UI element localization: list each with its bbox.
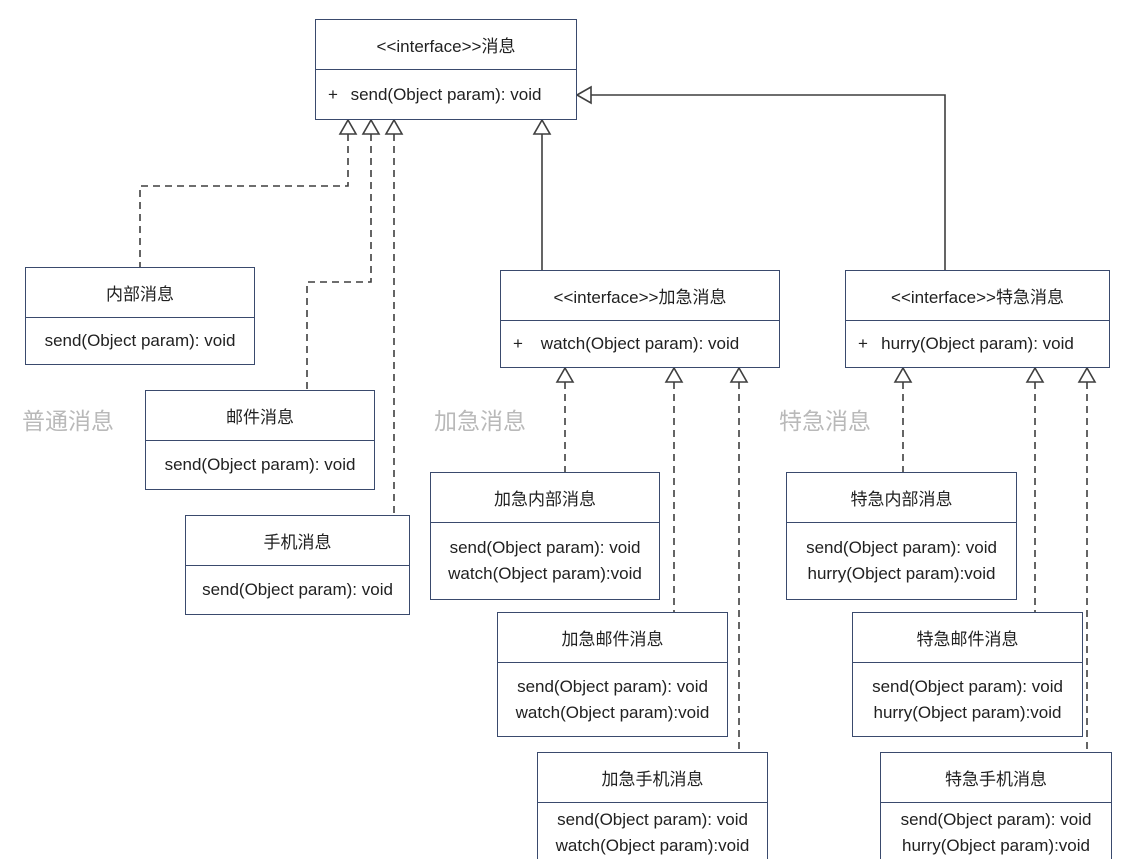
method-row: hurry(Object param):void	[859, 700, 1076, 726]
class-box-express-interface: <<interface>>特急消息 + hurry(Object param):…	[845, 270, 1110, 368]
visibility-marker: +	[328, 84, 338, 104]
class-title: 手机消息	[186, 516, 409, 566]
class-box-urgent-interface: <<interface>>加急消息 + watch(Object param):…	[500, 270, 780, 368]
method-label: send(Object param): void	[517, 676, 708, 696]
method-row: send(Object param): void	[859, 674, 1076, 700]
hollow-triangle-icon	[532, 118, 552, 135]
class-title: 加急手机消息	[538, 753, 767, 803]
method-label: send(Object param): void	[900, 810, 1092, 829]
method-label: send(Object param): void	[449, 538, 641, 557]
realization-mail-to-message	[306, 134, 372, 390]
class-title: 特急内部消息	[787, 473, 1016, 523]
class-box-internal-message: 内部消息 send(Object param): void	[25, 267, 255, 365]
visibility-marker: +	[513, 334, 523, 353]
class-box-mail-message: 邮件消息 send(Object param): void	[145, 390, 375, 490]
method-row: + watch(Object param): void	[507, 331, 773, 357]
method-label: hurry(Object param):void	[873, 702, 1062, 722]
method-label: send(Object param): void	[806, 538, 997, 557]
method-row: watch(Object param):void	[504, 700, 721, 726]
class-title: <<interface>>特急消息	[846, 271, 1109, 321]
method-row: send(Object param): void	[152, 452, 368, 478]
method-label: send(Object param): void	[872, 676, 1063, 696]
hollow-triangle-icon	[729, 366, 749, 383]
hollow-triangle-icon	[361, 118, 381, 135]
method-row: hurry(Object param):void	[887, 833, 1105, 859]
hollow-triangle-icon	[555, 366, 575, 383]
method-row: watch(Object param):void	[437, 561, 653, 587]
class-box-phone-message: 手机消息 send(Object param): void	[185, 515, 410, 615]
hollow-triangle-icon	[338, 118, 358, 135]
method-label: watch(Object param): void	[540, 334, 740, 353]
hollow-triangle-icon	[664, 366, 684, 383]
hollow-triangle-icon	[893, 366, 913, 383]
method-label: send(Object param): void	[164, 455, 356, 474]
method-label: send(Object param): void	[557, 810, 748, 829]
method-label: watch(Object param):void	[448, 564, 642, 583]
method-row: watch(Object param):void	[544, 833, 761, 859]
method-row: send(Object param): void	[544, 807, 761, 833]
hollow-triangle-icon	[384, 118, 404, 135]
class-title: 特急邮件消息	[853, 613, 1082, 663]
hollow-triangle-icon	[1077, 366, 1097, 383]
method-row: send(Object param): void	[793, 535, 1010, 561]
class-title: 内部消息	[26, 268, 254, 318]
hollow-triangle-icon	[575, 85, 592, 105]
method-row: send(Object param): void	[192, 577, 403, 603]
class-title: 邮件消息	[146, 391, 374, 441]
method-row: send(Object param): void	[437, 535, 653, 561]
method-label: hurry(Object param): void	[881, 334, 1074, 353]
method-label: watch(Object param):void	[555, 836, 750, 855]
class-box-express-phone-message: 特急手机消息 send(Object param): void hurry(Ob…	[880, 752, 1112, 859]
class-box-urgent-internal-message: 加急内部消息 send(Object param): void watch(Ob…	[430, 472, 660, 600]
hollow-triangle-icon	[1025, 366, 1045, 383]
method-row: send(Object param): void	[887, 807, 1105, 833]
class-box-message-interface: <<interface>>消息 + send(Object param): vo…	[315, 19, 577, 120]
class-title: 加急邮件消息	[498, 613, 727, 663]
class-title: 特急手机消息	[881, 753, 1111, 803]
class-box-urgent-phone-message: 加急手机消息 send(Object param): void watch(Ob…	[537, 752, 768, 859]
method-row: send(Object param): void	[504, 674, 721, 700]
method-row: hurry(Object param):void	[793, 561, 1010, 587]
method-label: hurry(Object param):void	[901, 836, 1090, 855]
method-label: send(Object param): void	[202, 580, 393, 599]
class-title: <<interface>>加急消息	[501, 271, 779, 321]
realization-internal-to-message	[139, 134, 349, 267]
method-label: send(Object param): void	[44, 331, 236, 350]
method-row: + hurry(Object param): void	[852, 331, 1103, 357]
class-title: <<interface>>消息	[316, 20, 576, 70]
method-row: send(Object param): void	[32, 328, 248, 354]
method-label: hurry(Object param):void	[807, 564, 996, 583]
group-label-normal: 普通消息	[22, 408, 114, 434]
class-box-express-internal-message: 特急内部消息 send(Object param): void hurry(Ob…	[786, 472, 1017, 600]
group-label-urgent: 加急消息	[434, 408, 526, 434]
method-label: send(Object param): void	[350, 84, 542, 104]
generalization-express-to-message	[591, 94, 946, 270]
method-row: + send(Object param): void	[322, 82, 570, 108]
group-label-express: 特急消息	[779, 408, 871, 434]
visibility-marker: +	[858, 334, 868, 353]
class-title: 加急内部消息	[431, 473, 659, 523]
class-box-express-mail-message: 特急邮件消息 send(Object param): void hurry(Ob…	[852, 612, 1083, 737]
method-label: watch(Object param):void	[515, 702, 710, 722]
class-box-urgent-mail-message: 加急邮件消息 send(Object param): void watch(Ob…	[497, 612, 728, 737]
